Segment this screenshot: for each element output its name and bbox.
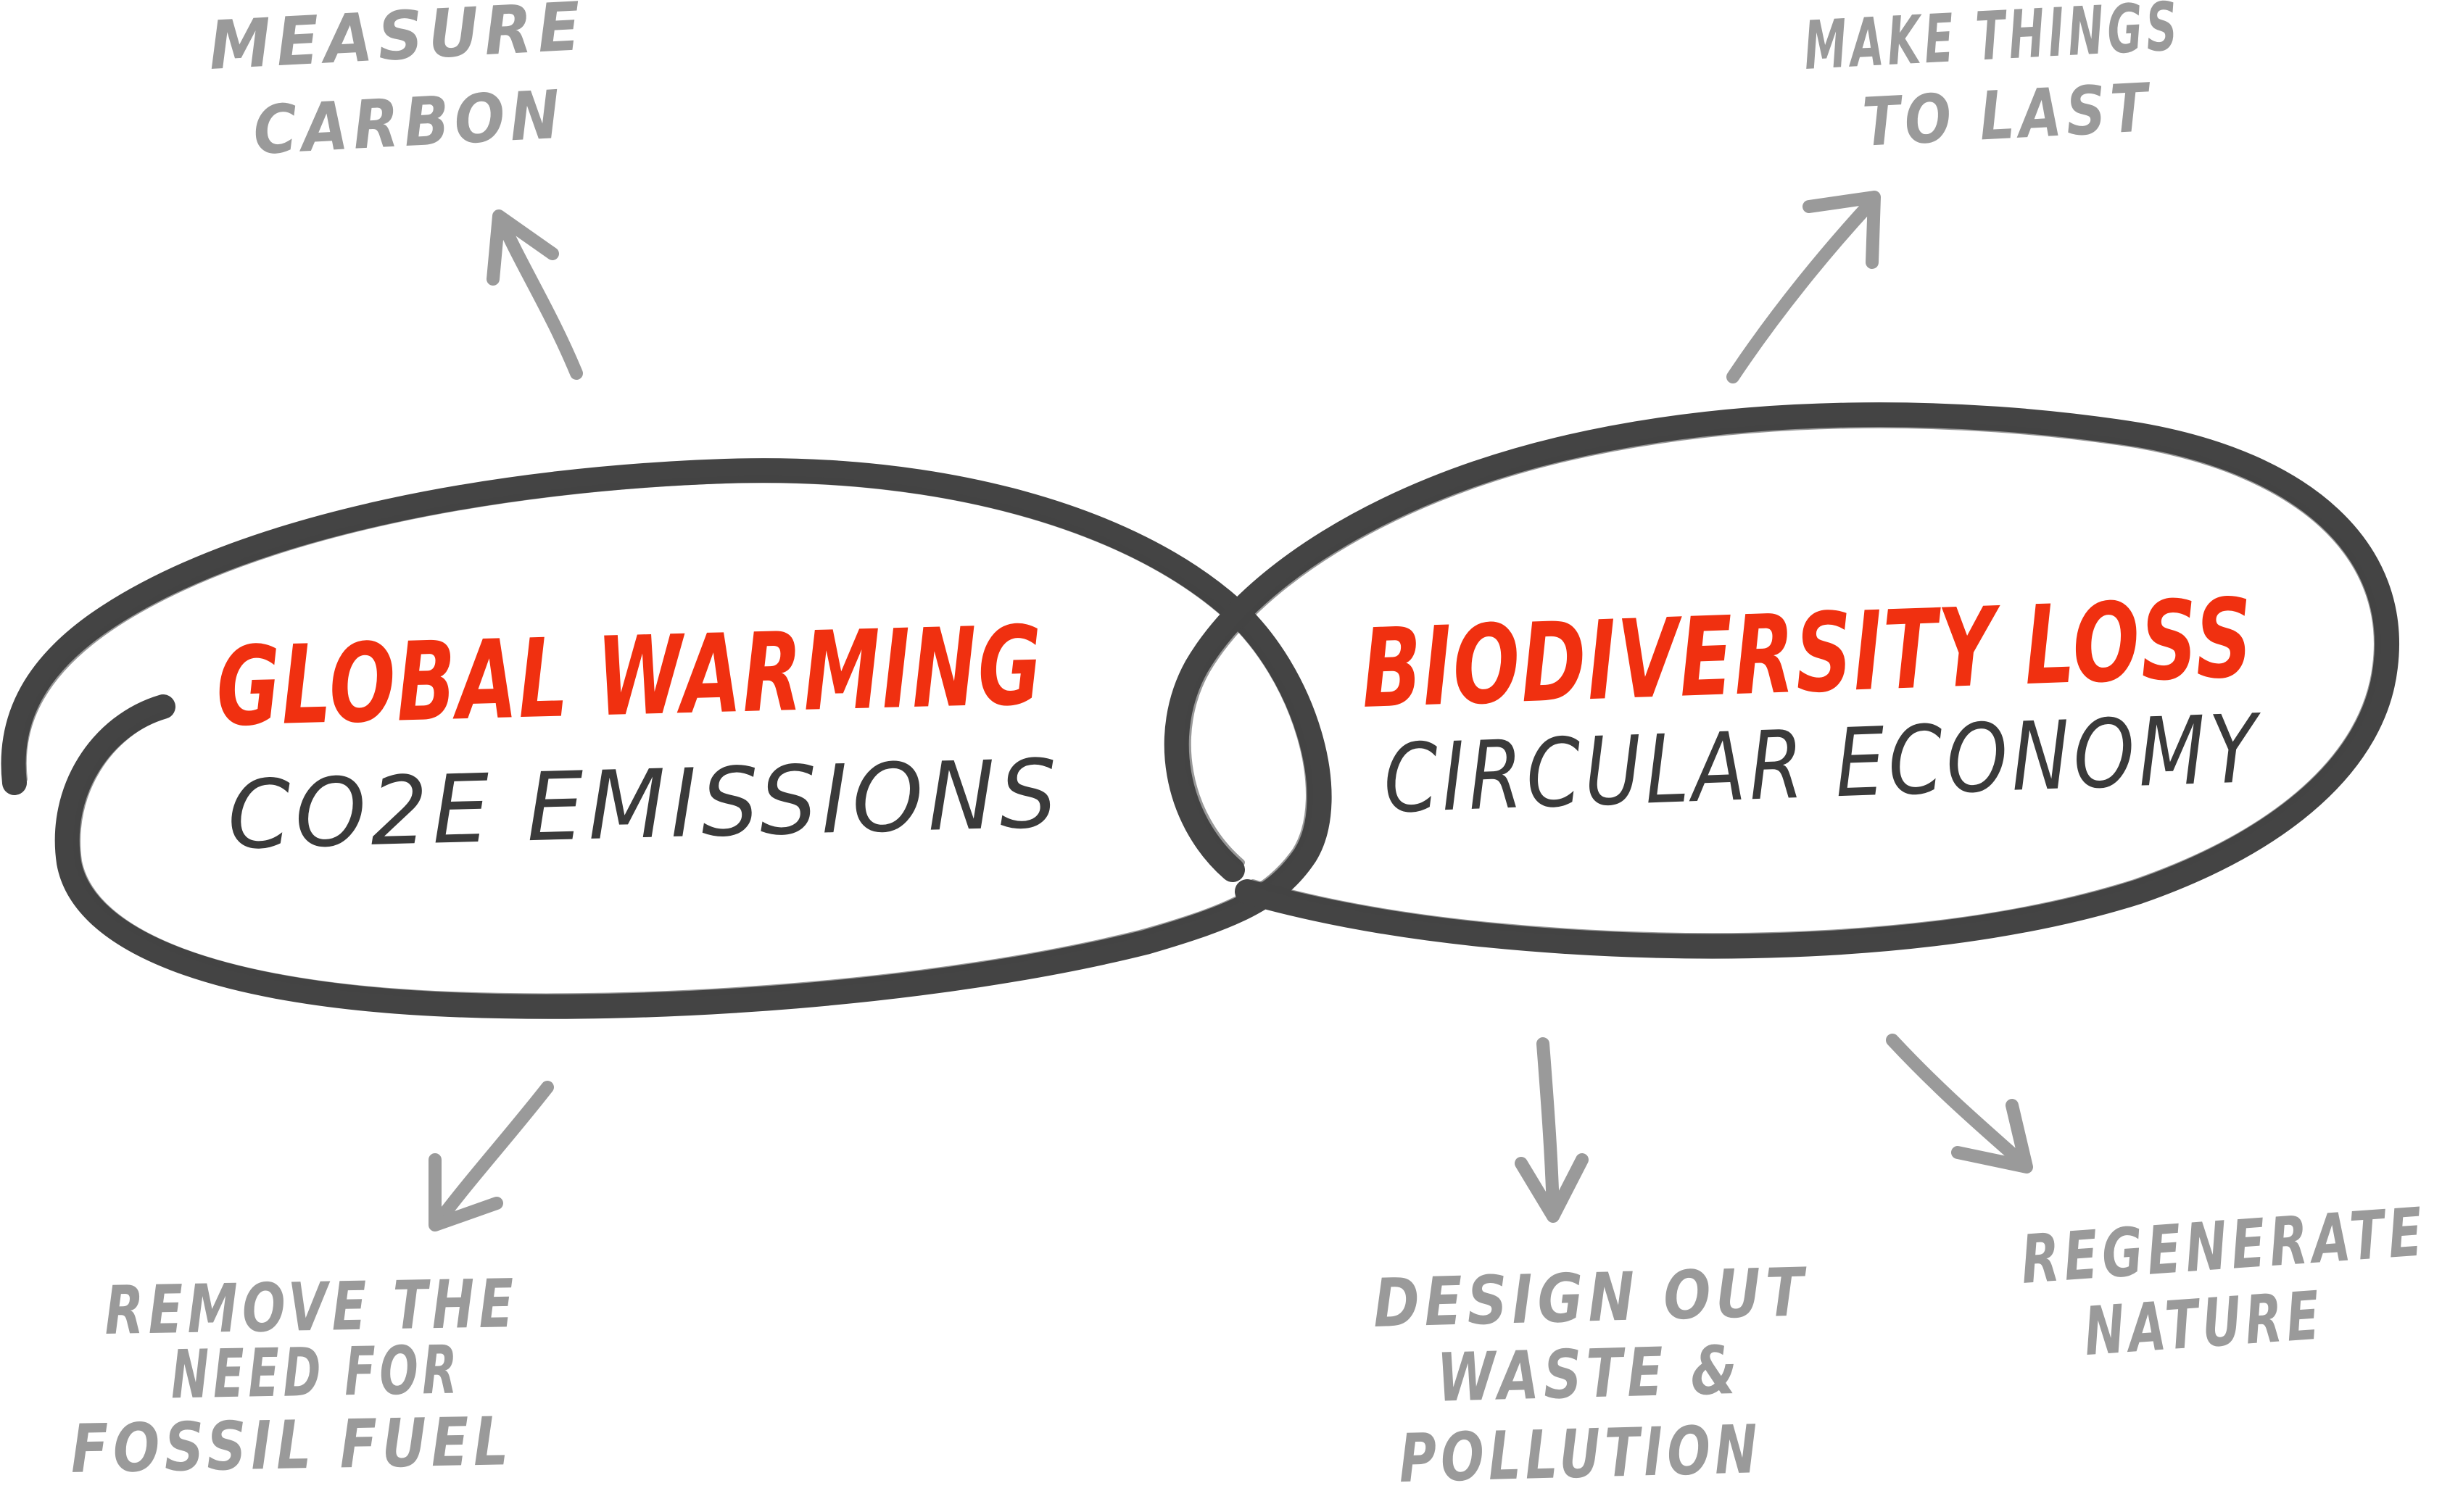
left-loop-subtitle: CO2E EMISSIONS (226, 739, 1063, 871)
arrow-remove-fossil (429, 1081, 554, 1231)
left-loop-stroke (1, 458, 1332, 1019)
note-remove-fossil: REMOVE THE NEED FOR FOSSIL FUEL (70, 1265, 519, 1488)
note-regenerate-nature: REGENERATE NATURE (2019, 1193, 2429, 1371)
left-loop-stroke-texture (19, 475, 1313, 1001)
note-line: NEED FOR (170, 1331, 462, 1413)
left-loop-title: GLOBAL WARMING (215, 603, 1044, 751)
note-line: TO LAST (1861, 69, 2154, 162)
note-line: NATURE (2082, 1276, 2326, 1371)
note-line: POLLUTION (1398, 1411, 1763, 1498)
arrow-make-things-last (1726, 191, 1881, 383)
note-line: CARBON (252, 76, 567, 170)
note-design-out-waste: DESIGN OUT WASTE & POLLUTION (1373, 1253, 1810, 1498)
arrows (429, 191, 2033, 1231)
arrow-regenerate-nature (1886, 1034, 2033, 1174)
note-line: REMOVE THE (104, 1265, 519, 1350)
note-line: DESIGN OUT (1373, 1253, 1810, 1342)
right-loop-stroke-texture (1183, 420, 2381, 941)
note-line: MEASURE (207, 0, 588, 85)
note-line: WASTE & (1436, 1332, 1742, 1417)
note-make-things-last: MAKE THINGS TO LAST (1802, 0, 2183, 162)
arrow-design-out-waste (1515, 1037, 1589, 1223)
right-loop-stroke (1164, 402, 2399, 959)
arrow-measure-carbon (487, 209, 583, 380)
infinity-loop (1, 402, 2399, 1019)
note-measure-carbon: MEASURE CARBON (207, 0, 588, 170)
right-loop-title: BIODIVERSITY LOSS (1359, 576, 2255, 733)
note-line: FOSSIL FUEL (70, 1403, 514, 1488)
